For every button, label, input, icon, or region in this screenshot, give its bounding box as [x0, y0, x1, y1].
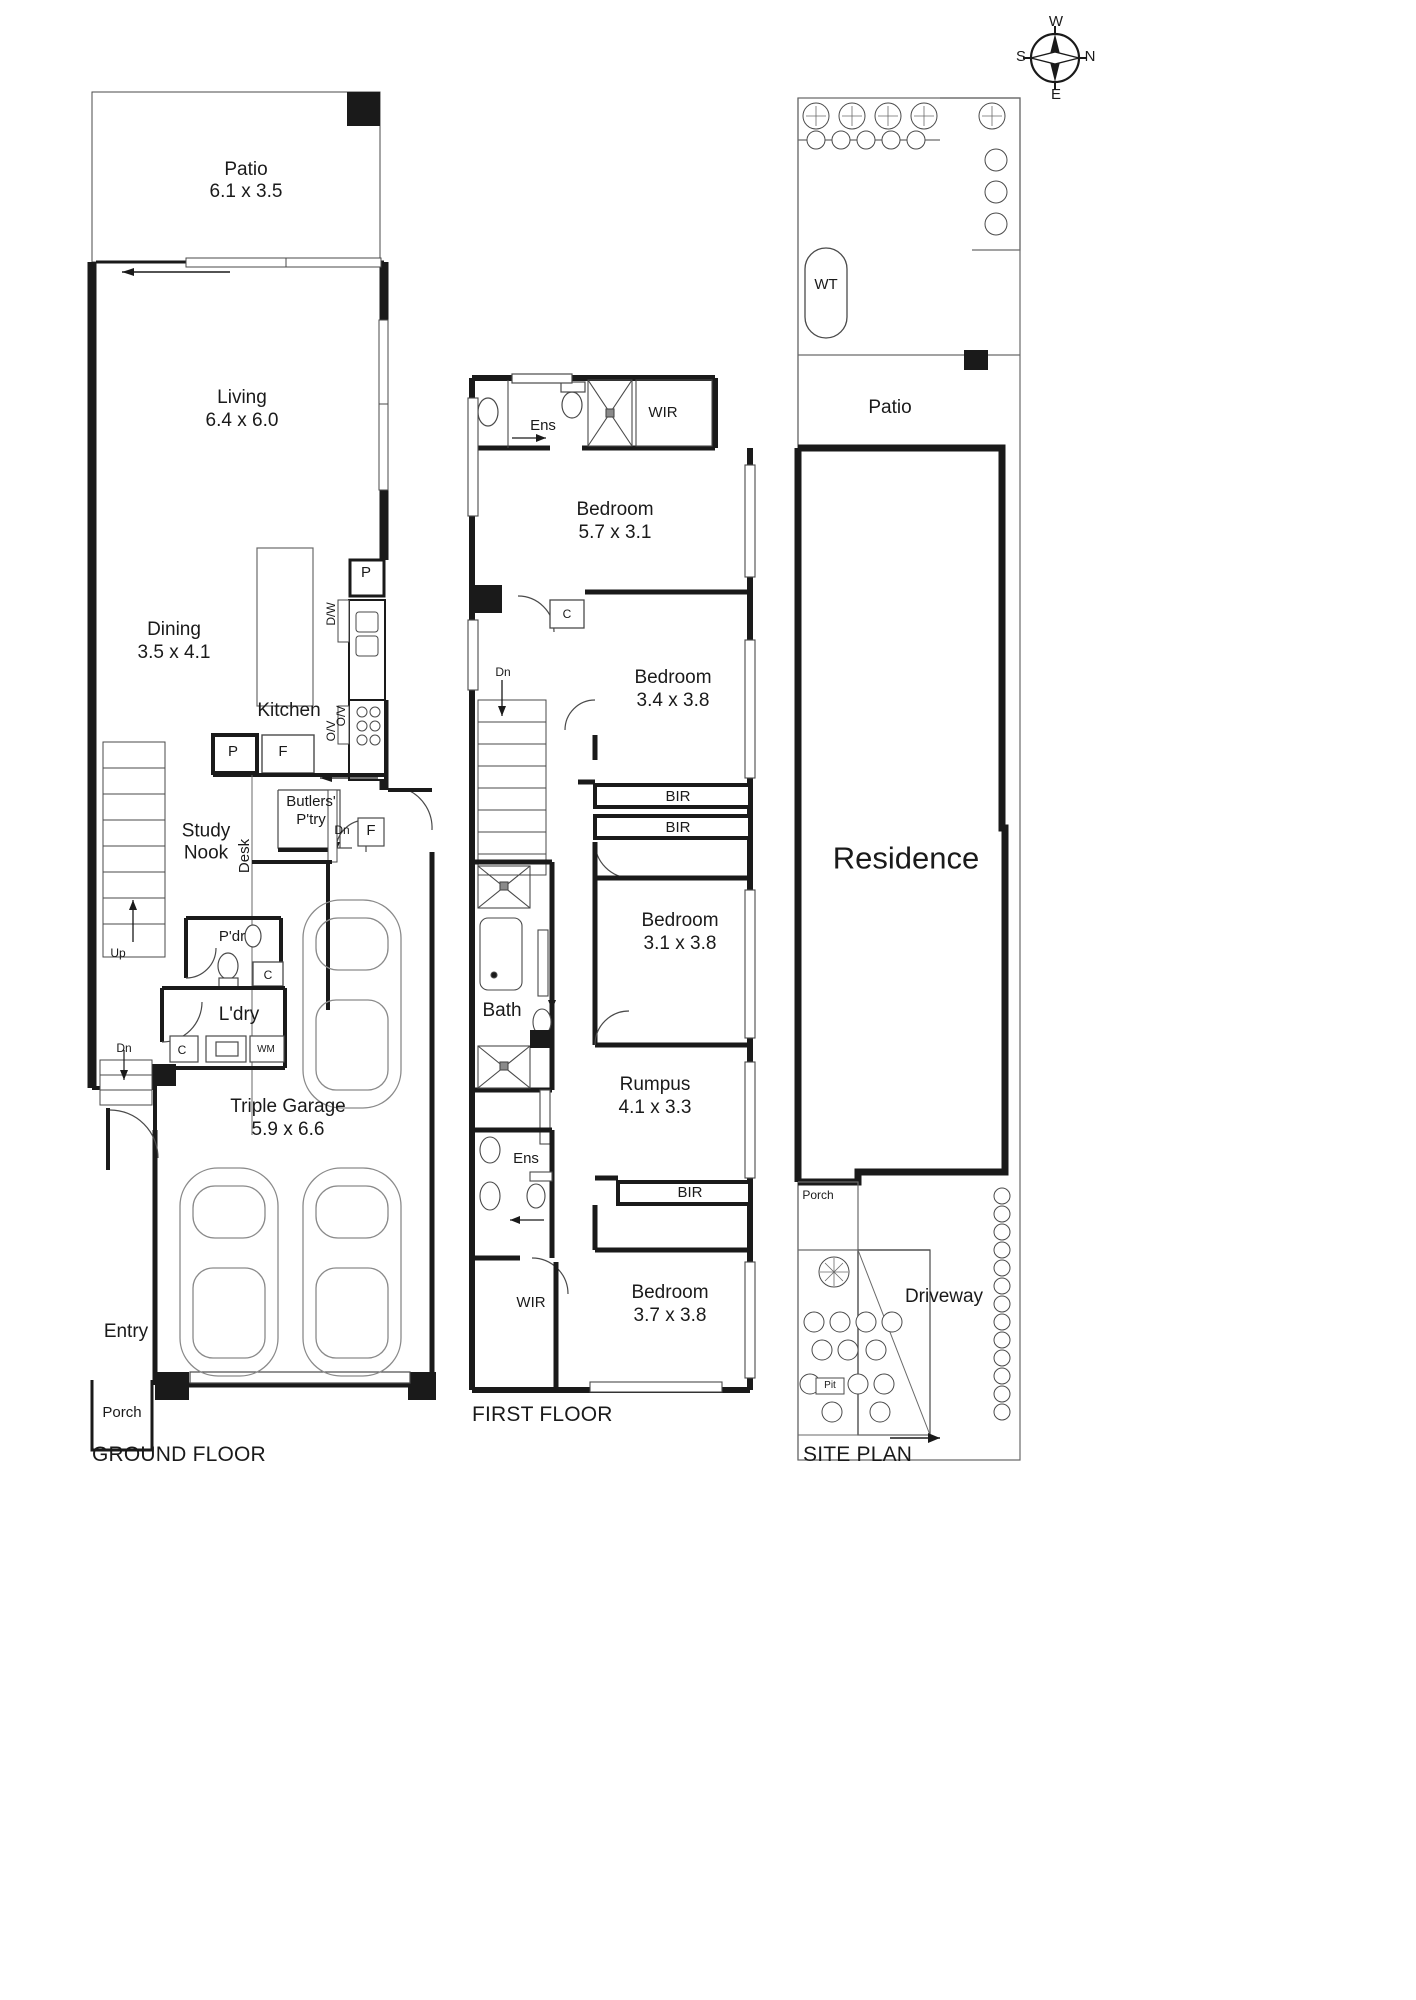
fridge-label-1: F	[278, 743, 288, 761]
ground-floor-drawing	[87, 91, 436, 1452]
first-floor-title: FIRST FLOOR	[472, 1403, 613, 1426]
cupboard-label-1: C	[263, 967, 273, 982]
cupboard-label-upper: C	[562, 606, 572, 621]
fridge-label-2: F	[366, 822, 376, 840]
room-dim-bedroom-3: 3.1 x 3.8	[643, 932, 717, 954]
room-dim-bedroom-1: 5.7 x 3.1	[578, 521, 652, 543]
cupboard-label-2: C	[177, 1042, 187, 1057]
oven-label-2: O/V	[323, 720, 338, 742]
room-label-bath: Bath	[482, 999, 522, 1021]
site-patio-label: Patio	[868, 396, 912, 418]
tree-cluster-top	[802, 102, 1008, 236]
bir-label-1: BIR	[665, 788, 691, 806]
compass-label-west: W	[1048, 13, 1064, 31]
room-label-living: Living	[217, 386, 267, 408]
room-label-kitchen: Kitchen	[257, 699, 321, 721]
room-label-entry: Entry	[103, 1320, 149, 1342]
room-dim-rumpus: 4.1 x 3.3	[618, 1096, 692, 1118]
room-label-rumpus: Rumpus	[619, 1073, 691, 1095]
powder-room-label: P'dr	[218, 928, 246, 946]
compass-label-east: E	[1050, 86, 1062, 104]
stair-down-butlers-label: Dn	[334, 822, 350, 837]
pantry-label-1: P	[360, 564, 372, 582]
washing-machine-label: WM	[257, 1044, 275, 1056]
butlers-pantry-label: Butlers'P'try	[286, 758, 336, 864]
ensuite-label-2: Ens	[513, 1150, 539, 1168]
wir-label-1: WIR	[648, 404, 678, 422]
water-tank-label: WT	[814, 276, 838, 294]
compass-label-south: S	[1015, 48, 1027, 66]
residence-label: Residence	[832, 840, 980, 876]
compass-label-north: N	[1084, 48, 1096, 66]
room-dim-dining: 3.5 x 4.1	[137, 641, 211, 663]
room-dim-garage: 5.9 x 6.6	[251, 1118, 325, 1140]
room-dim-living: 6.4 x 6.0	[205, 409, 279, 431]
bir-label-2: BIR	[665, 819, 691, 837]
desk-label: Desk	[236, 838, 254, 874]
stair-down-entry-label: Dn	[116, 1040, 132, 1055]
room-label-bedroom-3: Bedroom	[641, 909, 719, 931]
room-label-porch: Porch	[102, 1404, 142, 1422]
ensuite-label-1: Ens	[530, 417, 556, 435]
room-dim-patio: 6.1 x 3.5	[209, 180, 283, 202]
room-label-dining: Dining	[147, 618, 201, 640]
dishwasher-label: D/W	[323, 602, 338, 626]
bir-label-3: BIR	[677, 1184, 703, 1202]
room-label-bedroom-1: Bedroom	[576, 498, 654, 520]
porch-label: Porch	[802, 1187, 834, 1202]
room-label-bedroom-4: Bedroom	[631, 1281, 709, 1303]
butlers-pantry-line1: Butlers'P'try	[286, 793, 336, 828]
ground-floor-title: GROUND FLOOR	[92, 1443, 266, 1466]
room-label-garage: Triple Garage	[230, 1095, 346, 1117]
stair-down-label: Dn	[495, 664, 511, 679]
pantry-label-2: P	[227, 743, 239, 761]
wir-label-2: WIR	[516, 1294, 546, 1312]
room-dim-bedroom-2: 3.4 x 3.8	[636, 689, 710, 711]
compass-rose	[1005, 8, 1105, 108]
site-plan-title: SITE PLAN	[803, 1443, 913, 1466]
first-floor-drawing	[467, 373, 756, 1393]
room-label-bedroom-2: Bedroom	[634, 666, 712, 688]
pit-label: Pit	[824, 1380, 836, 1392]
stair-up-label: Up	[110, 945, 126, 960]
room-label-patio: Patio	[224, 158, 268, 180]
site-plan-drawing	[794, 97, 1021, 1461]
driveway-label: Driveway	[904, 1285, 984, 1307]
room-dim-bedroom-4: 3.7 x 3.8	[633, 1304, 707, 1326]
room-label-laundry: L'dry	[218, 1003, 260, 1025]
